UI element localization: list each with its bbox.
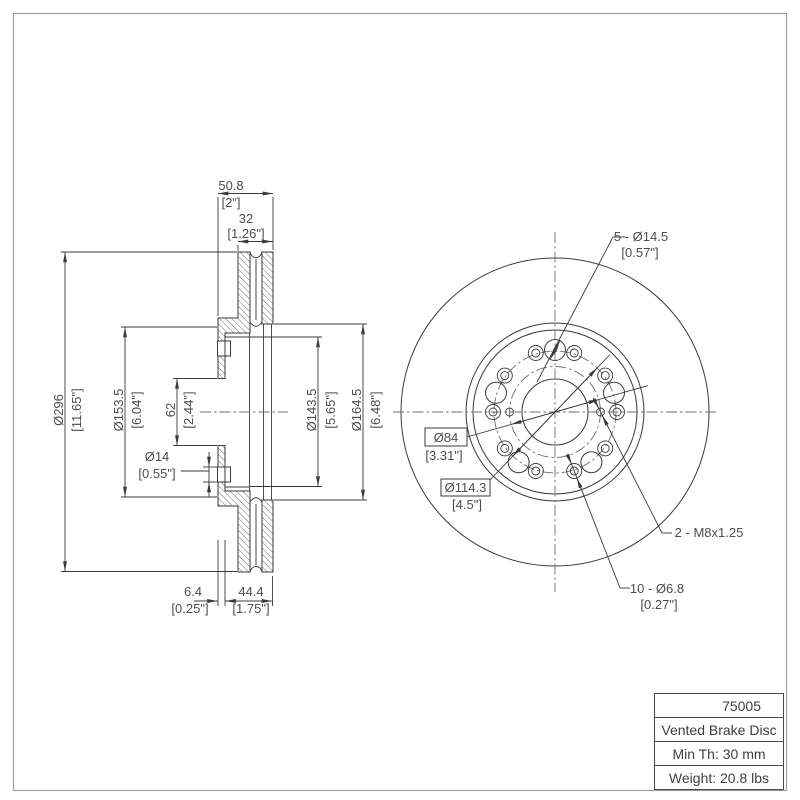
dim-label-inch: [0.25"]: [171, 601, 208, 616]
dim-hat-diameter: Ø153.5 [6.04"]: [111, 326, 217, 498]
callout-label: Ø84: [434, 430, 459, 445]
callout-pilot-circle: Ø84 [3.31"]: [424, 385, 648, 463]
callout-label-inch: [4.5"]: [452, 497, 482, 512]
dim-label: Ø14: [145, 449, 170, 464]
dim-label-inch: [1.75"]: [232, 601, 269, 616]
dim-label: Ø153.5: [111, 389, 126, 432]
callout-label: Ø114.3: [445, 480, 487, 495]
min-thickness: Min Th: 30 mm: [655, 741, 783, 765]
callout-label-inch: [0.27"]: [640, 597, 677, 612]
dim-outer-diameter: Ø296 [11.65"]: [51, 251, 237, 572]
callout-frame: [440, 478, 491, 497]
dim-hat-offset-depth: 6.4 [0.25"] 44.4 [1.75"]: [171, 540, 273, 616]
dim-label-inch: [11.65"]: [69, 388, 84, 431]
lug-holes: [485, 339, 625, 474]
dim-label: Ø143.5: [304, 389, 319, 432]
dim-label: 44.4: [238, 584, 263, 599]
title-block: 75005 Vented Brake Disc Min Th: 30 mm We…: [654, 693, 784, 790]
dim-label-inch: [5.65"]: [323, 391, 338, 428]
dim-flange-hole: Ø14 [0.55"]: [138, 449, 218, 497]
section-geometry: [200, 251, 288, 573]
callout-label: 10 - Ø6.8: [630, 581, 684, 596]
callout-frame: [424, 427, 468, 447]
callout-lug-holes: 5 - Ø14.5 [0.57"]: [536, 229, 668, 383]
sheet-border: [12, 12, 788, 792]
dim-label-inch: [2"]: [221, 195, 240, 210]
front-view: 5 - Ø14.5 [0.57"] Ø84 [3.31"] Ø114.3 [4.…: [393, 229, 743, 612]
dim-label-inch: [6.48"]: [368, 391, 383, 428]
dim-inner-diameter-1: Ø143.5 [5.65"]: [250, 336, 338, 487]
dim-label: Ø296: [51, 394, 66, 426]
part-number: 75005: [722, 697, 761, 714]
dim-label: 32: [239, 211, 253, 226]
dim-label: 6.4: [184, 584, 202, 599]
callout-label-inch: [0.57"]: [621, 245, 658, 260]
part-description: Vented Brake Disc: [655, 717, 783, 741]
dim-label: 50.8: [218, 178, 243, 193]
dim-label: 62: [163, 403, 178, 417]
dim-label-inch: [0.55"]: [138, 466, 175, 481]
dim-label-inch: [6.04"]: [129, 391, 144, 428]
dim-bore: 62 [2.44"]: [163, 378, 217, 446]
callout-thread-holes: 2 - M8x1.25: [592, 397, 744, 540]
dim-inner-diameter-2: Ø164.5 [6.48"]: [274, 323, 383, 501]
dim-label: Ø164.5: [349, 389, 364, 432]
callout-small-holes: 10 - Ø6.8 [0.27"]: [565, 453, 684, 612]
dim-plate-width: 32 [1.26"]: [227, 211, 273, 251]
dim-overall-width: 50.8 [2"]: [217, 178, 274, 316]
callout-label: 2 - M8x1.25: [675, 525, 744, 540]
dim-label-inch: [2.44"]: [181, 391, 196, 428]
callout-label: 5 - Ø14.5: [614, 229, 668, 244]
dim-label-inch: [1.26"]: [227, 226, 264, 241]
cross-section-view: 50.8 [2"] 32 [1.26"] Ø296 [11.65"] Ø153.…: [51, 178, 383, 616]
callout-bolt-circle: Ø114.3 [4.5"]: [440, 354, 611, 512]
callout-label-inch: [3.31"]: [425, 448, 462, 463]
weight: Weight: 20.8 lbs: [655, 765, 783, 789]
